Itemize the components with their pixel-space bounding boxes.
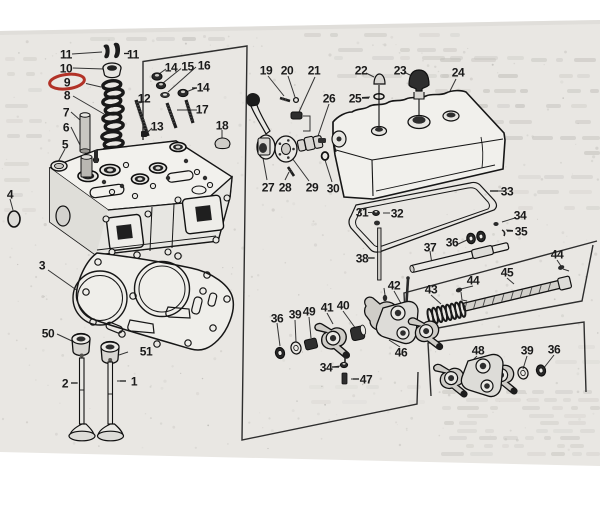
svg-text:36: 36 xyxy=(271,312,284,326)
svg-text:49: 49 xyxy=(303,305,316,319)
svg-text:32: 32 xyxy=(391,207,404,221)
svg-text:39: 39 xyxy=(521,344,534,358)
svg-text:17: 17 xyxy=(196,103,209,117)
svg-text:23: 23 xyxy=(394,64,407,78)
svg-text:43: 43 xyxy=(425,283,438,297)
svg-text:34: 34 xyxy=(514,209,527,223)
svg-text:10: 10 xyxy=(60,62,73,76)
svg-text:19: 19 xyxy=(260,64,273,78)
svg-text:51: 51 xyxy=(140,345,153,359)
svg-text:44: 44 xyxy=(467,274,480,288)
svg-text:16: 16 xyxy=(198,59,211,73)
svg-text:3: 3 xyxy=(39,259,46,273)
svg-text:20: 20 xyxy=(281,64,294,78)
svg-text:11: 11 xyxy=(127,48,140,62)
svg-text:45: 45 xyxy=(501,266,514,280)
svg-text:14: 14 xyxy=(197,81,210,95)
svg-text:11: 11 xyxy=(60,48,73,62)
svg-text:15: 15 xyxy=(181,60,194,74)
svg-text:41: 41 xyxy=(321,301,334,315)
svg-text:7: 7 xyxy=(63,106,70,120)
svg-text:36: 36 xyxy=(446,236,459,250)
svg-text:46: 46 xyxy=(395,346,408,360)
svg-text:31: 31 xyxy=(356,206,369,220)
svg-text:4: 4 xyxy=(7,188,14,202)
svg-text:13: 13 xyxy=(151,120,164,134)
svg-text:28: 28 xyxy=(279,181,292,195)
svg-text:5: 5 xyxy=(62,138,69,152)
svg-text:1: 1 xyxy=(131,375,138,389)
svg-text:47: 47 xyxy=(360,373,373,387)
svg-text:2: 2 xyxy=(62,377,69,391)
svg-text:50: 50 xyxy=(42,327,55,341)
svg-text:18: 18 xyxy=(216,119,229,133)
svg-text:39: 39 xyxy=(289,308,302,322)
svg-text:6: 6 xyxy=(63,121,70,135)
svg-text:29: 29 xyxy=(306,181,319,195)
svg-text:14: 14 xyxy=(165,61,178,75)
svg-text:40: 40 xyxy=(337,299,350,313)
svg-text:42: 42 xyxy=(388,279,401,293)
svg-text:25: 25 xyxy=(349,92,362,106)
svg-text:9: 9 xyxy=(64,76,71,90)
svg-text:30: 30 xyxy=(327,182,340,196)
svg-text:37: 37 xyxy=(424,241,437,255)
svg-text:8: 8 xyxy=(64,89,71,103)
svg-text:38: 38 xyxy=(356,252,369,266)
svg-text:48: 48 xyxy=(472,344,485,358)
svg-text:21: 21 xyxy=(308,64,321,78)
svg-text:35: 35 xyxy=(515,225,528,239)
svg-text:24: 24 xyxy=(452,66,465,80)
svg-text:44: 44 xyxy=(551,248,564,262)
svg-text:22: 22 xyxy=(355,64,368,78)
svg-text:36: 36 xyxy=(548,343,561,357)
svg-text:12: 12 xyxy=(138,92,151,106)
svg-text:26: 26 xyxy=(323,92,336,106)
svg-text:27: 27 xyxy=(262,181,275,195)
svg-text:34: 34 xyxy=(320,361,333,375)
svg-text:33: 33 xyxy=(501,185,514,199)
